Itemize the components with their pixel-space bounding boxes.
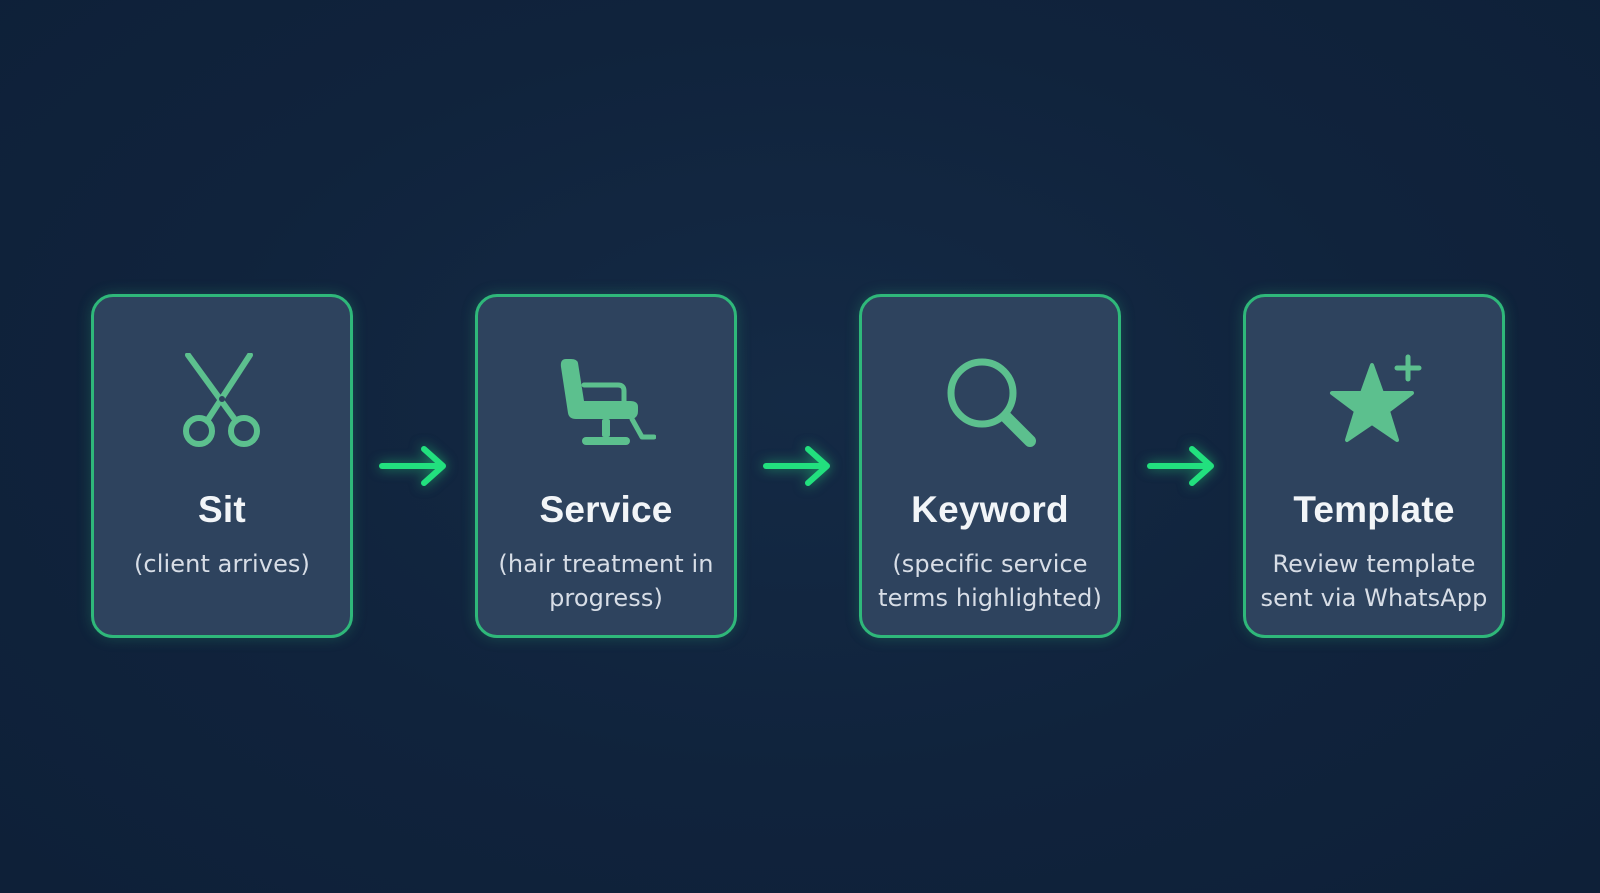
step-card-template: Template Review template sent via WhatsA… <box>1243 294 1505 638</box>
step-title: Service <box>539 489 673 530</box>
magnifier-icon <box>940 353 1040 453</box>
star-plus-icon <box>1324 353 1424 453</box>
step-title: Sit <box>198 489 246 530</box>
arrow-right-icon <box>762 442 836 490</box>
arrow-right-icon <box>378 442 452 490</box>
step-title: Keyword <box>911 489 1069 530</box>
step-description: Review template sent via WhatsApp <box>1260 547 1488 615</box>
step-description-line: terms highlighted) <box>878 584 1102 612</box>
step-description: (specific service terms highlighted) <box>876 547 1104 615</box>
step-description-line: sent via WhatsApp <box>1260 584 1488 612</box>
step-card-sit: Sit (client arrives) <box>91 294 353 638</box>
step-title: Template <box>1293 489 1455 530</box>
step-card-service: Service (hair treatment in progress) <box>475 294 737 638</box>
step-card-keyword: Keyword (specific service terms highligh… <box>859 294 1121 638</box>
step-description: (hair treatment in progress) <box>492 547 720 615</box>
arrow-right-icon <box>1146 442 1220 490</box>
step-description-line: progress) <box>549 584 663 612</box>
step-description: (client arrives) <box>108 547 336 581</box>
salon-chair-icon <box>556 353 656 453</box>
step-description-line: (client arrives) <box>133 550 311 578</box>
step-description-line: (hair treatment in <box>498 550 714 578</box>
scissors-icon <box>172 353 272 453</box>
step-description-line: Review template <box>1272 550 1476 578</box>
step-description-line: (specific service <box>892 550 1088 578</box>
